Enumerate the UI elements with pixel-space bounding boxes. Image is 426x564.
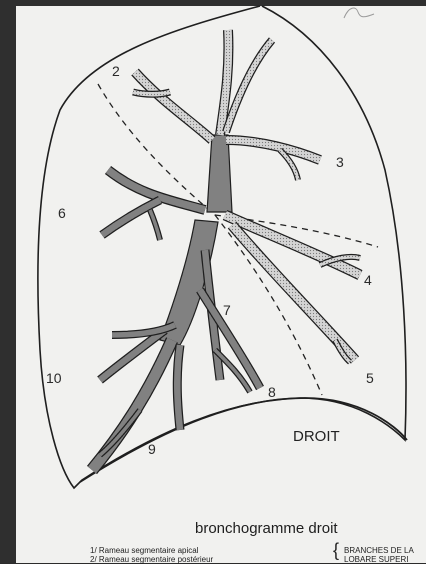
segment-label-9: 9: [148, 441, 156, 457]
segment-label-6: 6: [58, 205, 66, 221]
segment-label-7: 7: [223, 302, 231, 318]
upper-lobe-branches: [133, 30, 320, 212]
lung-outline: [38, 6, 406, 488]
lower-lobe-branches: [92, 220, 260, 470]
side-label: DROIT: [293, 428, 340, 445]
segment-label-2: 2: [112, 63, 120, 79]
pencil-mark-icon: [334, 2, 384, 24]
segment-label-3: 3: [336, 154, 344, 170]
segment-label-5: 5: [366, 370, 374, 386]
segment-label-8: 8: [268, 384, 276, 400]
segment-label-10: 10: [46, 370, 62, 386]
legend-group-label: BRANCHES DE LA: [330, 546, 414, 555]
apical-lower-branch: [102, 170, 205, 240]
caption-title: bronchogramme droit: [195, 520, 338, 537]
segment-label-4: 4: [364, 272, 372, 288]
legend-group: BRANCHES DE LA LOBARE SUPERI: [330, 546, 414, 564]
legend-item: 1/ Rameau segmentaire apical: [90, 546, 213, 555]
legend-list: 1/ Rameau segmentaire apical 2/ Rameau s…: [90, 546, 213, 564]
